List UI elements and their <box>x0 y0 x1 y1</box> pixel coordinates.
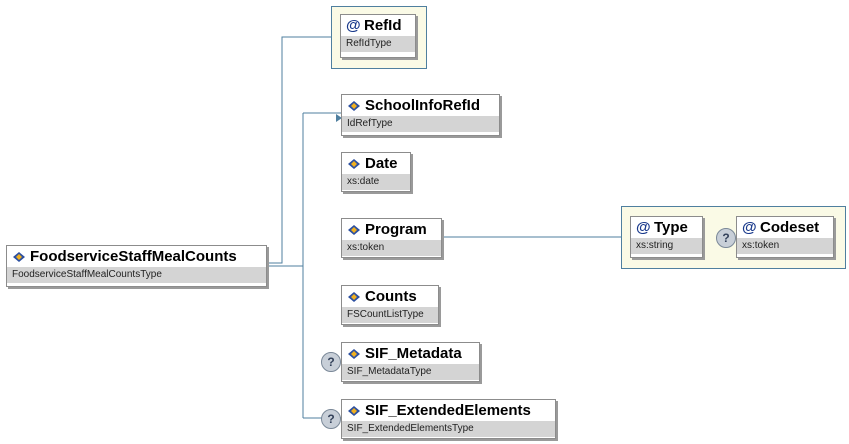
optional-icon: ? <box>321 409 341 429</box>
node-type: xs:string <box>631 238 702 254</box>
node-type: xs:token <box>342 240 441 256</box>
node-type: RefIdType <box>341 36 415 52</box>
element-node-sif-metadata[interactable]: SIF_Metadata SIF_MetadataType <box>341 342 480 382</box>
node-name: Program <box>365 221 427 238</box>
node-name: Counts <box>365 288 417 305</box>
node-type: SIF_ExtendedElementsType <box>342 421 555 437</box>
element-icon <box>348 348 360 359</box>
element-icon <box>348 224 360 235</box>
element-icon <box>348 100 360 111</box>
element-node-date[interactable]: Date xs:date <box>341 152 411 192</box>
element-node-program[interactable]: Program xs:token <box>341 218 442 258</box>
node-type: FoodserviceStaffMealCountsType <box>7 267 266 283</box>
root-element-node[interactable]: FoodserviceStaffMealCounts FoodserviceSt… <box>6 245 267 287</box>
element-icon <box>348 291 360 302</box>
node-name: SIF_ExtendedElements <box>365 402 531 419</box>
attribute-node-codeset[interactable]: @ Codeset xs:token <box>736 216 834 258</box>
attribute-icon: @ <box>636 219 651 236</box>
optional-icon: ? <box>716 228 736 248</box>
optional-icon: ? <box>321 352 341 372</box>
attribute-icon: @ <box>346 17 361 34</box>
element-node-schoolinforefid[interactable]: SchoolInfoRefId IdRefType <box>341 94 500 136</box>
attribute-node-refid[interactable]: @ RefId RefIdType <box>340 14 416 58</box>
node-name: SchoolInfoRefId <box>365 97 480 114</box>
attribute-node-type[interactable]: @ Type xs:string <box>630 216 703 258</box>
node-name: FoodserviceStaffMealCounts <box>30 248 237 265</box>
node-name: Date <box>365 155 398 172</box>
attribute-icon: @ <box>742 219 757 236</box>
node-type: xs:token <box>737 238 833 254</box>
node-name: SIF_Metadata <box>365 345 462 362</box>
element-icon <box>348 405 360 416</box>
node-type: xs:date <box>342 174 410 190</box>
element-node-sif-extendedelements[interactable]: SIF_ExtendedElements SIF_ExtendedElement… <box>341 399 556 439</box>
node-name: Codeset <box>760 219 820 236</box>
node-type: IdRefType <box>342 116 499 132</box>
element-icon <box>13 251 25 262</box>
element-icon <box>348 158 360 169</box>
arrow-marker <box>336 114 342 122</box>
node-name: RefId <box>364 17 402 34</box>
node-type: SIF_MetadataType <box>342 364 479 380</box>
node-name: Type <box>654 219 688 236</box>
element-node-counts[interactable]: Counts FSCountListType <box>341 285 439 325</box>
node-type: FSCountListType <box>342 307 438 323</box>
